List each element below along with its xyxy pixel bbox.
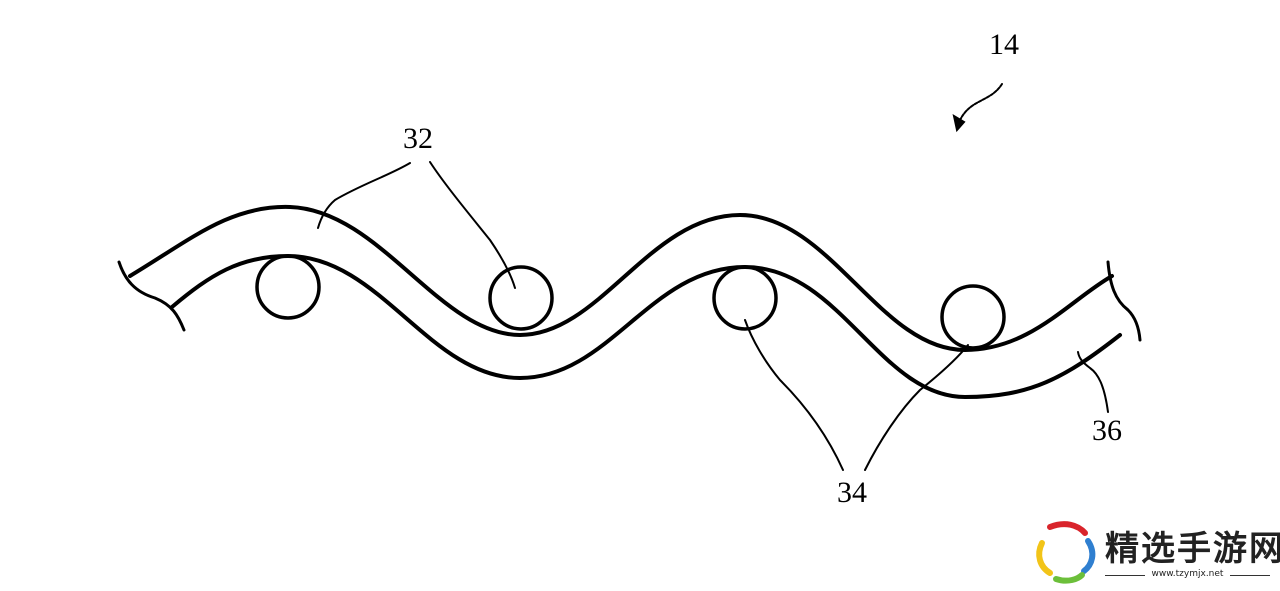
leader-36 xyxy=(1077,351,1109,413)
ref-label-14: 14 xyxy=(989,28,1019,61)
strip-top-edge xyxy=(128,204,1114,353)
ref-label-36: 36 xyxy=(1092,414,1122,447)
left-break-line xyxy=(117,260,186,332)
leader-32-b xyxy=(429,161,516,289)
leader-32-a xyxy=(317,162,411,229)
leader-34-a xyxy=(744,319,844,471)
roller-4 xyxy=(940,284,1006,350)
roller-1 xyxy=(255,254,321,320)
watermark-logo-icon xyxy=(1036,521,1096,584)
roller-3 xyxy=(712,265,778,331)
strip-bottom-edge xyxy=(170,253,1122,400)
leader-34-b xyxy=(864,344,969,471)
right-break-line xyxy=(1106,260,1142,342)
watermark-name: 精选手游网 xyxy=(1105,529,1280,569)
ref-label-32: 32 xyxy=(403,122,433,155)
arrowhead-14 xyxy=(952,113,966,133)
watermark-url: www.tzymjx.net xyxy=(1105,569,1270,579)
roller-2 xyxy=(488,265,554,331)
ref-label-34: 34 xyxy=(837,476,867,509)
watermark: 精选手游网 www.tzymjx.net xyxy=(1030,515,1280,587)
